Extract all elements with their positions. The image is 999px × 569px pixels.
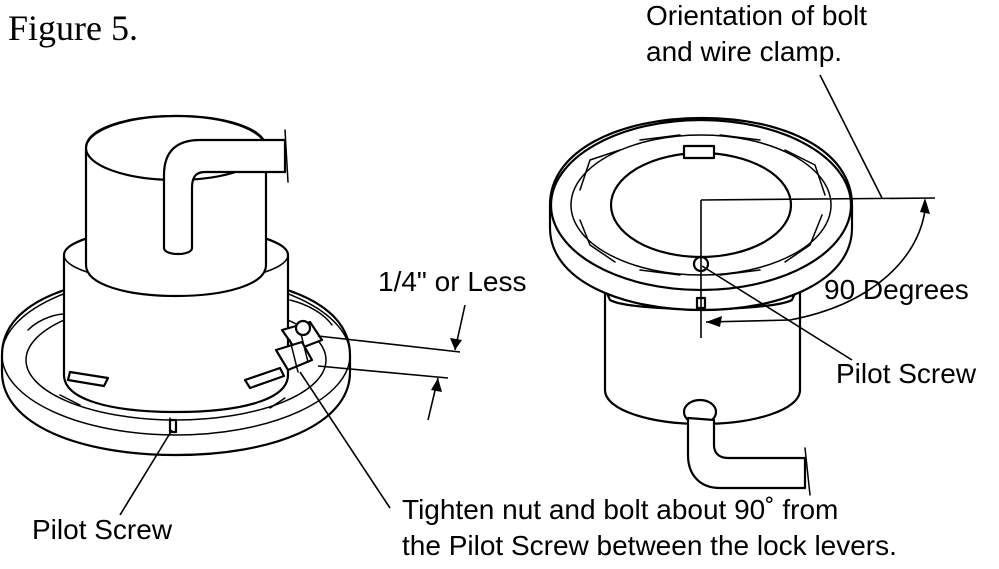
- right-conduit-cut: [804, 447, 811, 496]
- right-conduit: [686, 416, 807, 490]
- instruction-line2: the Pilot Screw between the lock levers.: [402, 530, 897, 561]
- left-lock-lever-a: [66, 370, 110, 388]
- left-conduit-cut: [284, 129, 289, 183]
- figure-title: Figure 5.: [8, 8, 138, 48]
- orientation-label-line2: and wire clamp.: [646, 36, 843, 67]
- left-lock-lever-b: [243, 366, 286, 390]
- degrees-label: 90 Degrees: [824, 274, 969, 305]
- orientation-leader: [819, 74, 883, 199]
- clearance-dimension: [317, 304, 466, 421]
- angle-construction: [700, 197, 936, 338]
- left-fixture: [0, 114, 352, 457]
- right-pilot-leader: [701, 265, 853, 361]
- left-bolt-assembly: [274, 319, 324, 373]
- left-conduit: [162, 138, 287, 256]
- pilot-screw-label-left: Pilot Screw: [32, 514, 173, 545]
- orientation-label-line1: Orientation of bolt: [646, 0, 868, 31]
- left-pilot-leader: [119, 429, 173, 516]
- instruction-leader: [299, 371, 391, 509]
- right-clip-pattern: [579, 134, 826, 276]
- right-top-tab: [682, 144, 716, 160]
- instruction-line1: Tighten nut and bolt about 90˚ from: [402, 494, 839, 525]
- clearance-label: 1/4" or Less: [378, 266, 527, 297]
- pilot-screw-label-right: Pilot Screw: [836, 358, 977, 389]
- left-pilot-screw: [168, 418, 178, 434]
